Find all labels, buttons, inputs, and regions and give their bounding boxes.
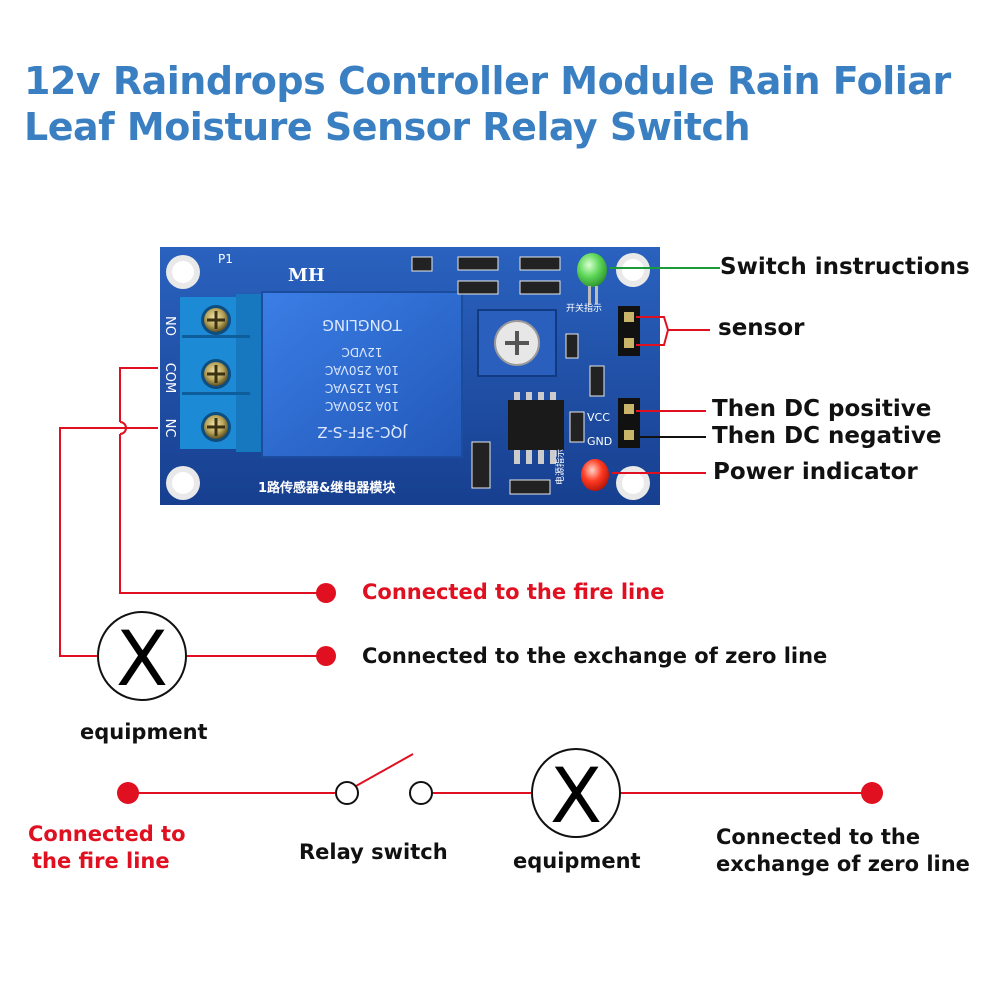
schematic-zero-terminal (861, 782, 883, 804)
wiring-diagram (59, 367, 326, 657)
relay-module-board: P1 MH (160, 247, 660, 505)
power-indicator-text: 电源指示 (554, 449, 566, 485)
terminal-label-no: NO (162, 316, 177, 336)
pin-label-gnd: GND (587, 435, 612, 448)
power-header (618, 398, 640, 448)
relay-brand: TONGLING (322, 316, 402, 334)
relay-model: JQC-3FF-S-Z (317, 423, 408, 441)
terminal-label-com: COM (162, 363, 177, 394)
callout-line-sensor-bottom (636, 329, 669, 346)
terminal-screw (201, 305, 231, 335)
wire-endpoints (316, 583, 336, 666)
relay-rating-2: 15A 125VAC (325, 381, 399, 395)
title-line-2: Leaf Moisture Sensor Relay Switch (24, 105, 751, 149)
label-zero-line: Connected to the exchange of zero line (362, 644, 828, 668)
wire-com (119, 367, 158, 422)
label-fire-line: Connected to the fire line (362, 580, 665, 604)
relay-switch-contact-right (409, 781, 433, 805)
label-relay-switch: Relay switch (299, 840, 448, 864)
ic-chip (508, 392, 564, 464)
brand-label: MH (288, 265, 325, 286)
pin-label-vcc: VCC (587, 411, 610, 424)
label-schematic-zero-line-1: Connected to the (716, 825, 921, 849)
callout-line-sensor-top (636, 316, 710, 331)
relay-voltage: 12VDC (341, 345, 382, 359)
label-dc-negative: Then DC negative (712, 423, 942, 449)
mounting-holes (166, 253, 650, 500)
switch-indicator-text: 开关指示 (566, 302, 602, 314)
schematic-equipment-symbol: X (531, 748, 621, 840)
header-label: P1 (218, 252, 233, 266)
terminal-screw (201, 412, 231, 442)
callout-lines (610, 267, 720, 474)
label-sensor: sensor (718, 315, 805, 341)
schematic-equipment-x-glyph: X (550, 751, 602, 840)
label-schematic-equipment: equipment (513, 849, 641, 873)
label-dc-positive: Then DC positive (712, 396, 932, 422)
title-line-1: 12v Raindrops Controller Module Rain Fol… (24, 59, 951, 103)
equipment-x-glyph: X (116, 614, 168, 703)
wire-com-to-fire (119, 434, 326, 594)
schematic: X (117, 748, 883, 840)
schematic-fire-terminal (117, 782, 139, 804)
label-equipment: equipment (80, 720, 208, 744)
sensor-header (618, 306, 640, 356)
relay-switch-contact-left (335, 781, 359, 805)
relay-switch-lever (355, 753, 414, 787)
terminal-screw (201, 359, 231, 389)
page-title: 12v Raindrops Controller Module Rain Fol… (24, 58, 951, 150)
zero-line-terminal (316, 646, 336, 666)
screw-terminal-block (180, 294, 264, 452)
relay-rating-1: 10A 250VAC (325, 399, 399, 413)
switch-indicator-led (577, 253, 607, 304)
label-schematic-fire-line-2: the fire line (32, 849, 170, 873)
equipment-symbol: X (97, 611, 187, 703)
smd-components (411, 256, 605, 495)
potentiometer (477, 309, 557, 377)
label-power-indicator: Power indicator (713, 459, 918, 485)
wire-nc (59, 427, 158, 657)
relay-rating-3: 10A 250VAC (325, 363, 399, 377)
power-indicator-led (581, 459, 609, 491)
label-schematic-fire-line-1: Connected to (28, 822, 186, 846)
terminal-label-nc: NC (162, 419, 177, 438)
label-schematic-zero-line-2: exchange of zero line (716, 852, 970, 876)
label-switch-instructions: Switch instructions (720, 254, 970, 280)
relay: JQC-3FF-S-Z 10A 250VAC 15A 125VAC 10A 25… (261, 291, 463, 458)
board-bottom-text: 1路传感器&继电器模块 (258, 480, 396, 496)
fire-line-terminal (316, 583, 336, 603)
